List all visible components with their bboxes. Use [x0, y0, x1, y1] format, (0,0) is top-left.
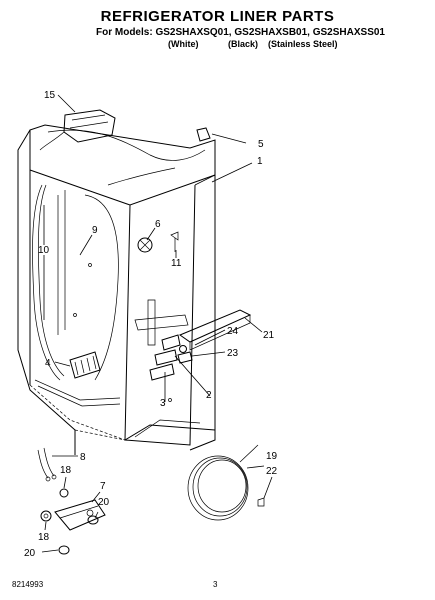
- part-15-assembly: [39, 109, 116, 151]
- part-4-module: [69, 351, 101, 379]
- part-6-knob: [137, 237, 153, 253]
- part-19-tube-coil: [187, 444, 259, 521]
- callout-23: 23: [227, 348, 239, 359]
- page-number: 3: [213, 580, 218, 589]
- leader-lines: [41, 94, 273, 553]
- callout-10: 10: [38, 245, 50, 256]
- callout-7: 7: [100, 481, 106, 492]
- refrigerator-liner: [17, 124, 216, 455]
- part-3-bracket: [149, 363, 175, 381]
- part-11-screw: [170, 231, 179, 252]
- callout-18-lower: 18: [38, 532, 50, 543]
- callout-2: 2: [206, 390, 212, 401]
- callout-3: 3: [160, 398, 166, 409]
- part-5-clip: [196, 127, 211, 142]
- page-title: REFRIGERATOR LINER PARTS: [100, 8, 335, 25]
- callout-5: 5: [258, 139, 264, 150]
- part-18-lower: [40, 510, 52, 522]
- callout-9: 9: [92, 225, 98, 236]
- callout-18-upper: 18: [60, 465, 72, 476]
- callout-21: 21: [263, 330, 275, 341]
- part-7-housing: [54, 499, 106, 531]
- callout-8: 8: [80, 452, 86, 463]
- part-8-harness: [37, 447, 57, 482]
- callout-6: 6: [155, 219, 161, 230]
- part-20-bulb-upper: [87, 515, 99, 525]
- callout-15: 15: [44, 90, 56, 101]
- document-number: 8214993: [12, 580, 44, 589]
- callout-24: 24: [227, 326, 239, 337]
- models-line: For Models: GS2SHAXSQ01, GS2SHAXSB01, GS…: [96, 27, 385, 38]
- callout-22: 22: [266, 466, 278, 477]
- part-24-23-pieces: [177, 345, 193, 364]
- part-20-bulb-lower: [58, 545, 70, 555]
- color-label-white: (White): [168, 39, 199, 49]
- part-21-bar: [178, 309, 252, 351]
- part-18-upper: [59, 488, 69, 498]
- color-label-stainless: (Stainless Steel): [268, 39, 338, 49]
- callout-11: 11: [171, 258, 182, 269]
- part-2-bracket: [154, 334, 181, 366]
- color-label-black: (Black): [228, 39, 259, 49]
- callout-20-upper: 20: [98, 497, 110, 508]
- callout-19: 19: [266, 451, 278, 462]
- part-22-screw: [257, 497, 265, 507]
- callout-20-lower: 20: [24, 548, 36, 559]
- callout-4: 4: [45, 358, 51, 369]
- callout-1: 1: [257, 156, 263, 167]
